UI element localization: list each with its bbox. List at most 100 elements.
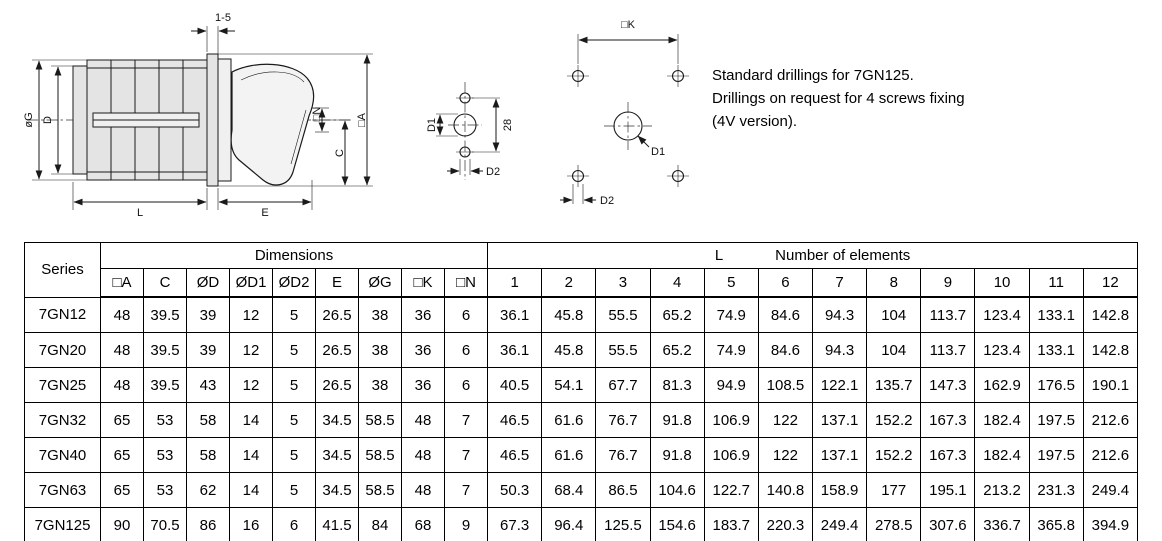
value-cell: 135.7: [866, 367, 922, 403]
value-cell: 12: [229, 367, 273, 403]
value-cell: 55.5: [595, 296, 651, 333]
value-cell: 58: [186, 402, 230, 438]
series-label: 7GN40: [24, 437, 101, 473]
value-cell: 5: [272, 332, 316, 368]
value-cell: 123.4: [974, 296, 1030, 333]
value-cell: 54.1: [541, 367, 597, 403]
drilling-pattern-drawing: □K D1 D2: [560, 19, 689, 207]
value-cell: 104.6: [649, 472, 705, 508]
value-cell: 26.5: [315, 332, 359, 368]
value-cell: 231.3: [1028, 472, 1084, 508]
value-cell: 167.3: [920, 437, 976, 473]
value-cell: 39: [186, 296, 230, 333]
value-cell: 113.7: [920, 296, 976, 333]
value-cell: 58.5: [358, 437, 402, 473]
value-cell: 6: [443, 367, 489, 403]
g-dim-label: øG: [23, 112, 35, 127]
elements-header-l: L: [714, 247, 724, 264]
column-header-9: □N: [443, 268, 489, 298]
value-cell: 65: [100, 472, 144, 508]
series-label: 7GN63: [24, 472, 101, 508]
value-cell: 12: [229, 296, 273, 333]
value-cell: 14: [229, 472, 273, 508]
column-header-4: ØD1: [229, 268, 273, 298]
value-cell: 39: [186, 332, 230, 368]
value-cell: 197.5: [1028, 437, 1084, 473]
value-cell: 45.8: [541, 296, 597, 333]
series-label: 7GN20: [24, 332, 101, 368]
value-cell: 94.3: [811, 296, 868, 333]
value-cell: 84.6: [757, 296, 814, 333]
switch-body: [27, 53, 353, 187]
value-cell: 26.5: [315, 367, 359, 403]
column-header-11: 2: [541, 268, 597, 298]
series-label: 7GN125: [24, 507, 101, 541]
value-cell: 104: [866, 296, 922, 333]
value-cell: 58.5: [358, 472, 402, 508]
value-cell: 14: [229, 402, 273, 438]
value-cell: 147.3: [920, 367, 976, 403]
value-cell: 5: [272, 437, 316, 473]
n-dim-label: □N: [311, 107, 323, 122]
column-header-1: □A: [100, 268, 144, 298]
value-cell: 34.5: [315, 402, 359, 438]
value-cell: 7: [443, 437, 489, 473]
series-label: 7GN32: [24, 402, 101, 438]
drillings-note: Standard drillings for 7GN125. Drillings…: [712, 64, 965, 133]
dimensions-header: Dimensions: [99, 242, 489, 269]
value-cell: 70.5: [143, 507, 187, 541]
column-header-21: 12: [1082, 268, 1139, 298]
value-cell: 26.5: [315, 296, 359, 333]
value-cell: 152.2: [866, 437, 922, 473]
value-cell: 84.6: [757, 332, 814, 368]
value-cell: 50.3: [487, 472, 543, 508]
value-cell: 86: [186, 507, 230, 541]
column-header-6: E: [315, 268, 359, 298]
dimension-lines: 1-5 øG D L E □N: [23, 12, 373, 219]
value-cell: 5: [272, 296, 316, 333]
elements-header: L Number of elements: [487, 242, 1138, 269]
elements-header-text: Number of elements: [775, 247, 911, 264]
corner-holes: [567, 65, 689, 187]
series-label: 7GN25: [24, 367, 101, 403]
series-header: Series: [24, 242, 101, 298]
value-cell: 53: [143, 402, 187, 438]
value-cell: 137.1: [811, 437, 868, 473]
value-cell: 81.3: [649, 367, 705, 403]
value-cell: 48: [401, 402, 445, 438]
value-cell: 122.7: [703, 472, 759, 508]
value-cell: 68.4: [541, 472, 597, 508]
value-cell: 62: [186, 472, 230, 508]
value-cell: 65: [100, 402, 144, 438]
value-cell: 182.4: [974, 437, 1030, 473]
value-cell: 9: [443, 507, 489, 541]
value-cell: 197.5: [1028, 402, 1084, 438]
value-cell: 36: [401, 296, 445, 333]
value-cell: 5: [272, 472, 316, 508]
value-cell: 183.7: [703, 507, 759, 541]
column-header-19: 10: [974, 268, 1030, 298]
column-header-13: 4: [649, 268, 705, 298]
value-cell: 212.6: [1082, 402, 1139, 438]
value-cell: 336.7: [974, 507, 1030, 541]
value-cell: 6: [443, 296, 489, 333]
value-cell: 167.3: [920, 402, 976, 438]
value-cell: 125.5: [595, 507, 651, 541]
column-header-14: 5: [703, 268, 759, 298]
column-header-7: ØG: [358, 268, 402, 298]
value-cell: 38: [358, 367, 402, 403]
value-cell: 113.7: [920, 332, 976, 368]
value-cell: 190.1: [1082, 367, 1139, 403]
value-cell: 36.1: [487, 296, 543, 333]
value-cell: 122: [757, 402, 814, 438]
value-cell: 48: [100, 367, 144, 403]
column-header-5: ØD2: [272, 268, 316, 298]
d2-pattern-label: D2: [600, 195, 614, 207]
column-header-3: ØD: [186, 268, 230, 298]
value-cell: 195.1: [920, 472, 976, 508]
